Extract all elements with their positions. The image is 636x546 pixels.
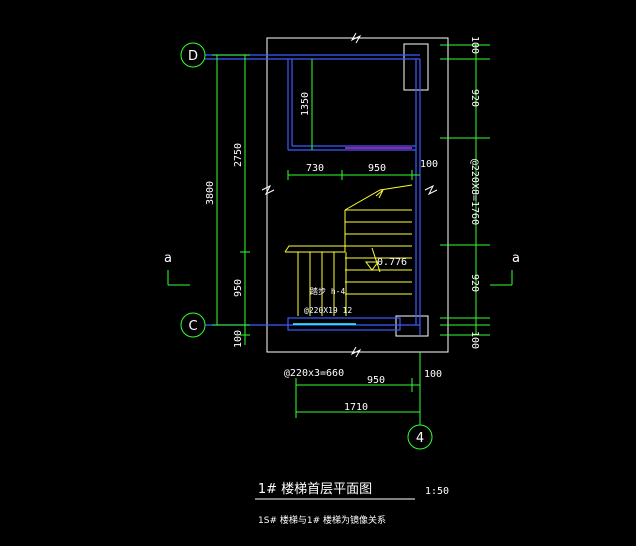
level-leader xyxy=(371,247,381,273)
break-mark-bottom xyxy=(350,346,362,358)
drawing-note: 1S# 楼梯与1# 楼梯为镜像关系 xyxy=(258,514,386,526)
break-mark-right xyxy=(424,184,438,196)
axis-label-c: C xyxy=(188,319,197,334)
dim-label-1710: 1710 xyxy=(344,402,368,413)
dim-label-1760: @220X8=1760 xyxy=(469,159,480,225)
axis-label-4: 4 xyxy=(416,431,424,446)
drawing-scale: 1:50 xyxy=(425,486,449,497)
dim-label-100-bottom2: 100 xyxy=(424,369,442,380)
dim-label-3800: 3800 xyxy=(205,181,216,205)
outer-wall xyxy=(266,37,449,353)
stair-treads xyxy=(284,184,413,316)
section-label-left: a xyxy=(164,251,172,266)
column-bottom xyxy=(395,315,429,337)
axis-bubble-4 xyxy=(407,424,433,450)
dim-label-2750: 2750 xyxy=(233,143,244,167)
axis-bubble-d xyxy=(180,42,206,68)
break-mark-left xyxy=(261,184,275,196)
dim-label-950: 950 xyxy=(233,279,244,297)
bottom-step-block xyxy=(287,317,401,331)
break-mark-top xyxy=(350,32,362,44)
dim-label-100-bottom: 100 xyxy=(469,331,480,349)
dim-label-950-inner: 950 xyxy=(368,163,386,174)
dim-label-920-bottom: 920 xyxy=(469,274,480,292)
level-triangle xyxy=(365,261,379,271)
dim-label-100-top: 100 xyxy=(469,36,480,54)
dim-label-1350: 1350 xyxy=(300,92,311,116)
dim-label-920-top: 920 xyxy=(469,89,480,107)
dim-label-950-bottom: 950 xyxy=(367,375,385,386)
axis-label-d: D xyxy=(188,49,198,64)
dimension-lines xyxy=(167,42,513,450)
dim-label-100-left: 100 xyxy=(233,330,244,348)
axis-bubble-c xyxy=(180,312,206,338)
dim-label-steps: @220x3=660 xyxy=(284,368,344,379)
level-mark-label: 0.776 xyxy=(377,257,407,268)
bottom-handrail xyxy=(284,245,345,253)
up-arrow xyxy=(375,189,384,199)
section-label-right: a xyxy=(512,251,520,266)
dim-label-730: 730 xyxy=(306,163,324,174)
step-note-2: @220X19 12 xyxy=(304,306,352,315)
break-line xyxy=(344,184,413,211)
step-note-1: 踏步 h-4 xyxy=(310,286,345,296)
drawing-title: 1# 楼梯首层平面图 xyxy=(258,482,372,497)
dim-label-100-inner: 100 xyxy=(420,159,438,170)
